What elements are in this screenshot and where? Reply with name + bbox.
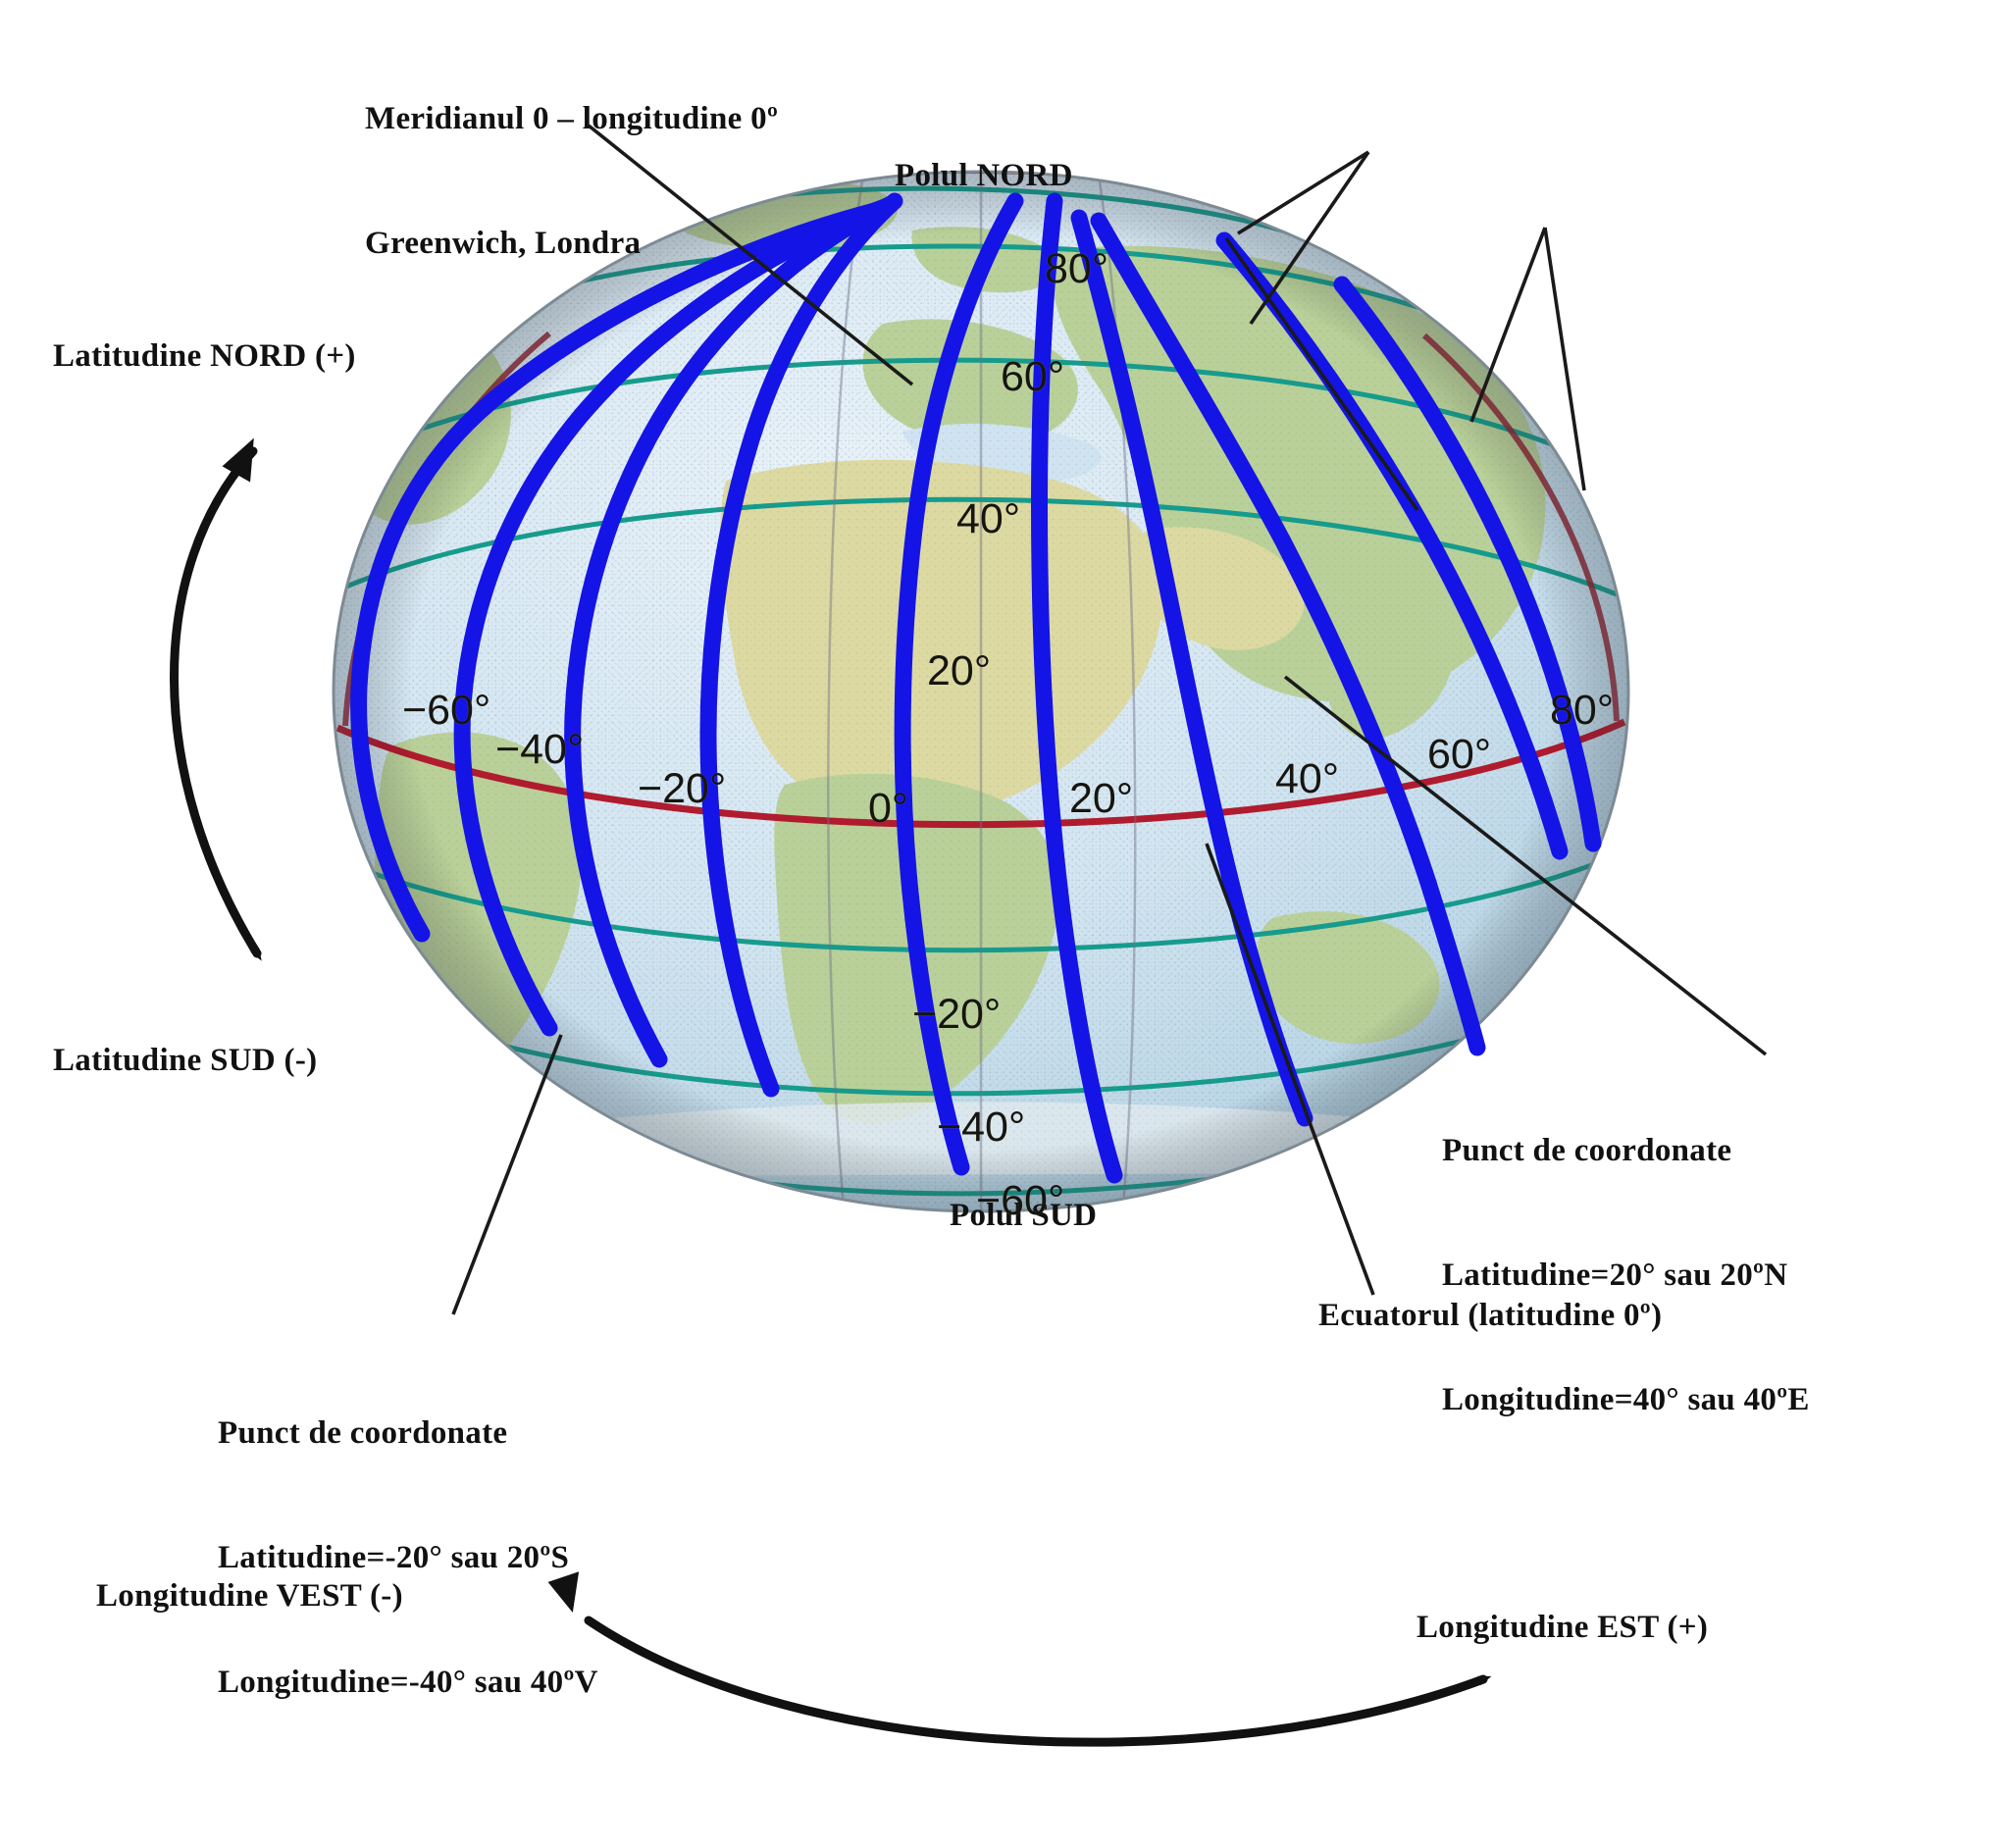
latitude-degree-label-6: −60°	[976, 1177, 1065, 1224]
callout-equator: Ecuatorul (latitudine 0º)	[1318, 1298, 1663, 1333]
callout-prime-meridian: Meridianul 0 – longitudine 0º Greenwich,…	[365, 16, 778, 347]
label-north-pole: Polul NORD	[895, 158, 1073, 193]
highlighted-meridians	[350, 192, 1602, 1184]
latitude-degree-label-3: 20°	[927, 647, 992, 694]
label-south-pole: Polul SUD	[950, 1198, 1098, 1233]
leader-lines	[451, 124, 1768, 1315]
longitude-degree-label-4: 20°	[1069, 775, 1134, 822]
latitude-degree-label-2: 40°	[956, 495, 1021, 542]
label-longitude-west: Longitudine VEST (-)	[96, 1578, 403, 1614]
callout-point-southwest-line3: Longitudine=-40° sau 40ºV	[218, 1664, 598, 1700]
callout-point-northeast-line3: Longitudine=40° sau 40ºE	[1442, 1381, 1810, 1417]
latitude-degree-label-0: 80°	[1045, 245, 1109, 292]
longitude-degree-label-3: 0°	[868, 785, 909, 832]
latitude-degree-label-1: 60°	[1001, 353, 1065, 400]
longitude-degree-label-7: 80°	[1550, 687, 1615, 734]
longitude-direction-arrow	[547, 1571, 1492, 1747]
latitude-direction-arrow	[170, 437, 262, 961]
longitude-degree-label-6: 60°	[1427, 731, 1492, 778]
callout-point-northeast-line1: Punct de coordonate	[1442, 1133, 1732, 1169]
label-latitude-south: Latitudine SUD (-)	[53, 1043, 318, 1078]
longitude-degree-label-1: −40°	[495, 726, 585, 773]
callout-prime-meridian-line1: Meridianul 0 – longitudine 0º	[365, 101, 779, 137]
label-longitude-east: Longitudine EST (+)	[1417, 1610, 1709, 1645]
latitude-degree-label-5: −40°	[937, 1104, 1026, 1151]
label-latitude-north: Latitudine NORD (+)	[53, 338, 356, 374]
longitude-degree-label-5: 40°	[1275, 755, 1340, 802]
callout-point-northeast: Punct de coordonate Latitudine=20° sau 2…	[1442, 1048, 1810, 1504]
callout-point-northeast-line2: Latitudine=20° sau 20ºN	[1442, 1258, 1788, 1294]
callout-point-southwest-line2: Latitudine=-20° sau 20ºS	[218, 1540, 570, 1576]
callout-prime-meridian-line2: Greenwich, Londra	[365, 226, 642, 262]
callout-point-southwest: Punct de coordonate Latitudine=-20° sau …	[218, 1330, 598, 1786]
latitude-degree-label-4: −20°	[912, 991, 1002, 1038]
longitude-degree-label-0: −60°	[402, 687, 491, 734]
globe-sphere	[332, 170, 1630, 1213]
callout-point-southwest-line1: Punct de coordonate	[218, 1415, 508, 1452]
longitude-degree-label-2: −20°	[638, 765, 727, 812]
